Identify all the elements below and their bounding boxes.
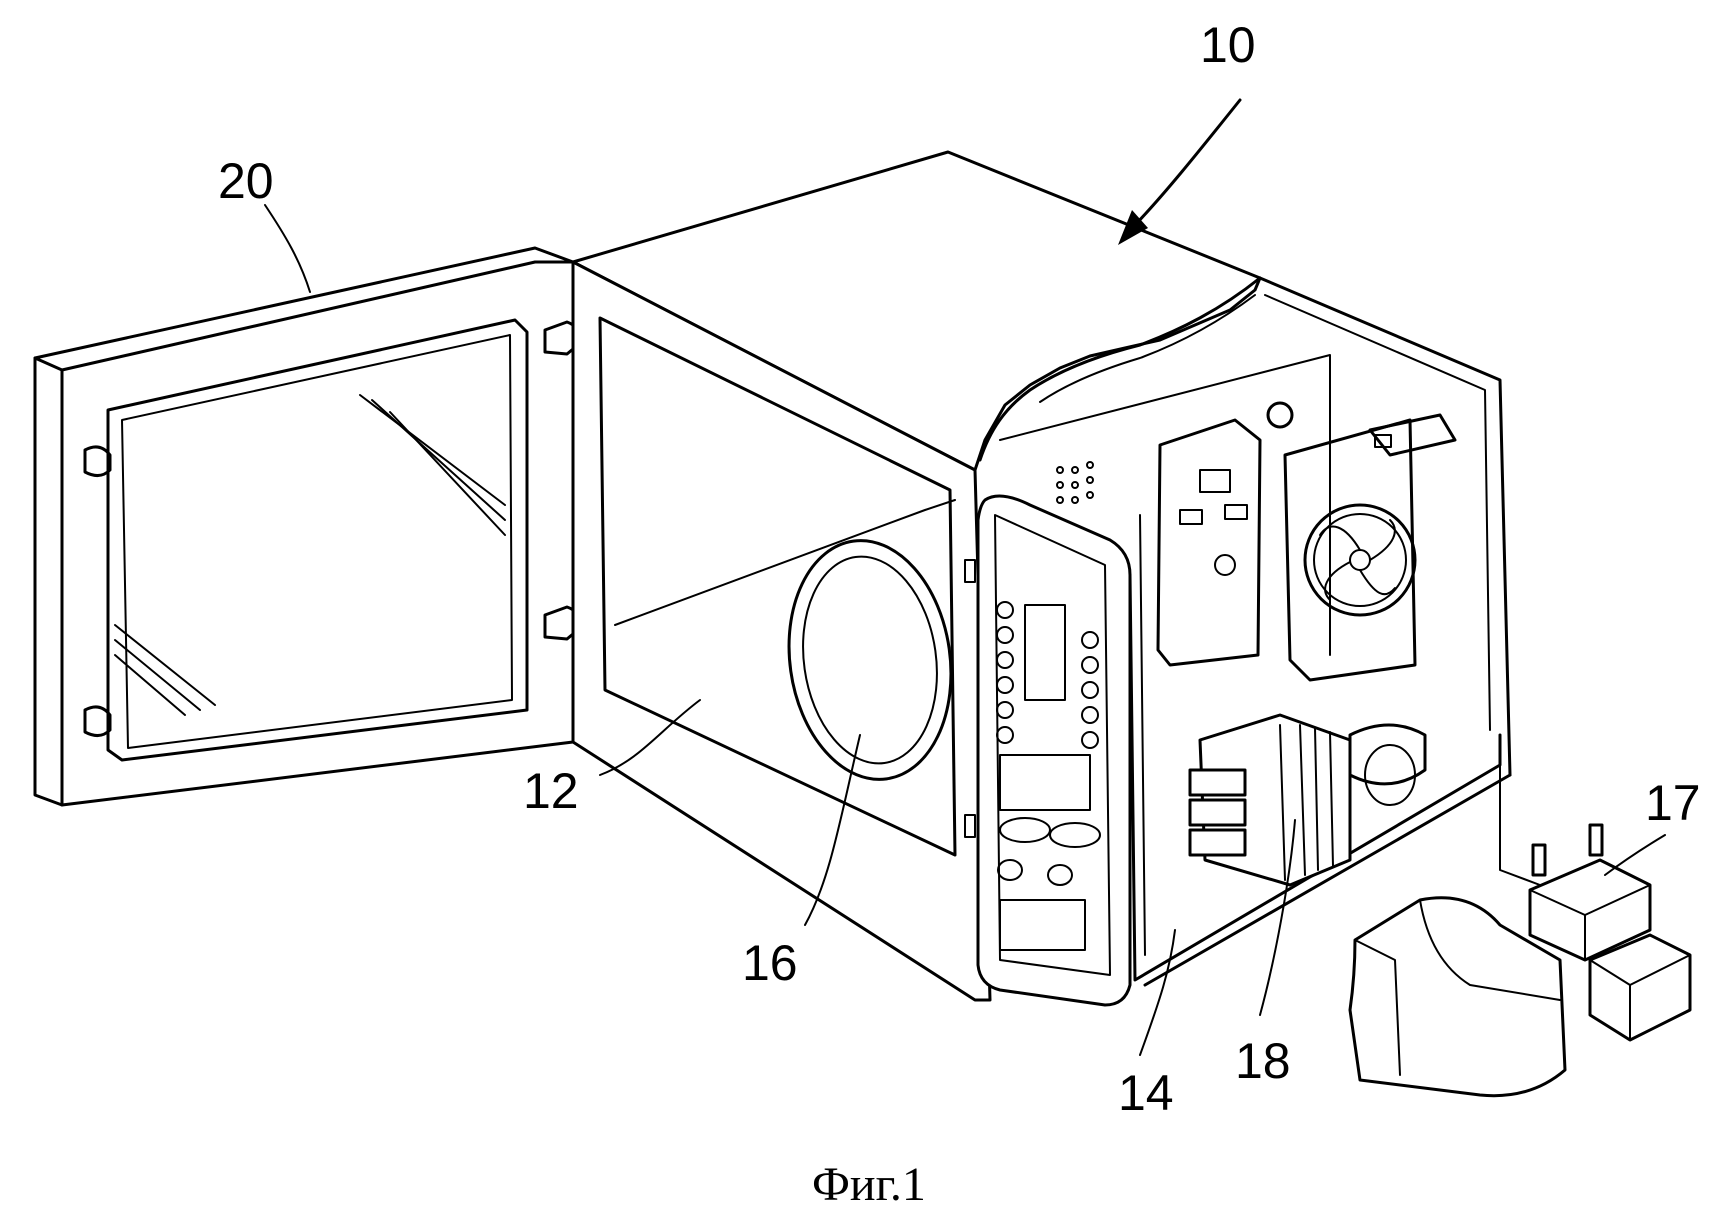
leader-lines bbox=[264, 98, 1666, 1056]
arrow-head-10 bbox=[1118, 210, 1148, 245]
vent-perforations bbox=[1056, 461, 1094, 504]
label-20: 20 bbox=[218, 153, 274, 209]
capacitor-assembly bbox=[1348, 739, 1692, 1098]
transformer bbox=[1188, 713, 1427, 887]
door bbox=[33, 246, 575, 807]
reference-labels: 10 20 12 16 14 18 17 bbox=[218, 17, 1701, 1121]
housing bbox=[571, 150, 1262, 1002]
label-16: 16 bbox=[742, 935, 798, 991]
label-18: 18 bbox=[1235, 1033, 1291, 1089]
label-10: 10 bbox=[1200, 17, 1256, 73]
label-14: 14 bbox=[1118, 1065, 1174, 1121]
label-17: 17 bbox=[1645, 775, 1701, 831]
figure-caption: Фиг.1 bbox=[812, 1158, 926, 1211]
label-12: 12 bbox=[523, 763, 579, 819]
control-panel bbox=[976, 494, 1132, 1007]
